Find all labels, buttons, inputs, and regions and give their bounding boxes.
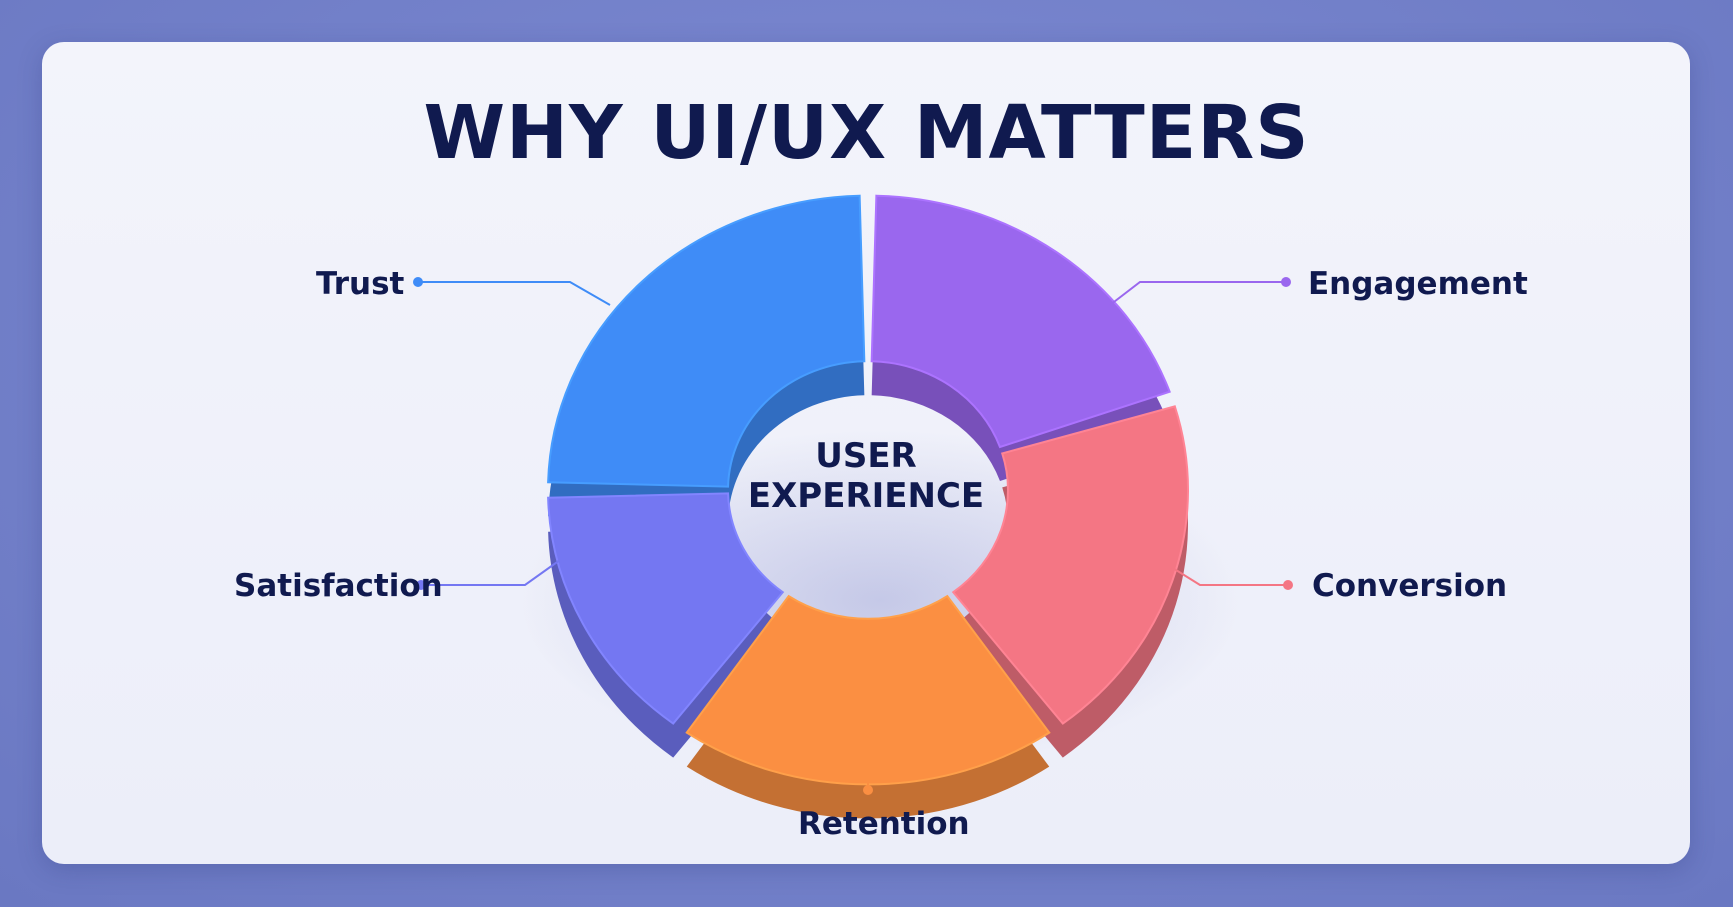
label-satisfaction: Satisfaction <box>234 568 443 604</box>
label-retention: Retention <box>798 806 970 842</box>
segment-retention <box>685 594 1051 786</box>
label-trust: Trust <box>316 266 405 302</box>
leader-line-trust <box>418 281 611 306</box>
label-engagement: Engagement <box>1308 266 1528 302</box>
leader-dot-engagement <box>1281 277 1291 287</box>
leader-line-conversion <box>1167 564 1288 586</box>
leader-dot-conversion <box>1283 580 1293 590</box>
leader-line-engagement <box>1109 281 1286 306</box>
center-label: USER EXPERIENCE <box>716 436 1016 516</box>
leader-dot-retention <box>863 785 873 795</box>
page-title: WHY UI/UX MATTERS <box>423 90 1310 176</box>
segment-satisfaction <box>547 492 785 725</box>
leader-dot-satisfaction <box>416 580 426 590</box>
segment-trust <box>547 194 866 488</box>
center-label-line1: USER <box>815 436 917 476</box>
segment-engagement <box>870 194 1171 449</box>
leader-line-satisfaction <box>421 559 561 586</box>
segment-conversion <box>951 405 1189 725</box>
leader-dot-trust <box>413 277 423 287</box>
center-label-line2: EXPERIENCE <box>747 476 985 516</box>
label-conversion: Conversion <box>1312 568 1508 604</box>
